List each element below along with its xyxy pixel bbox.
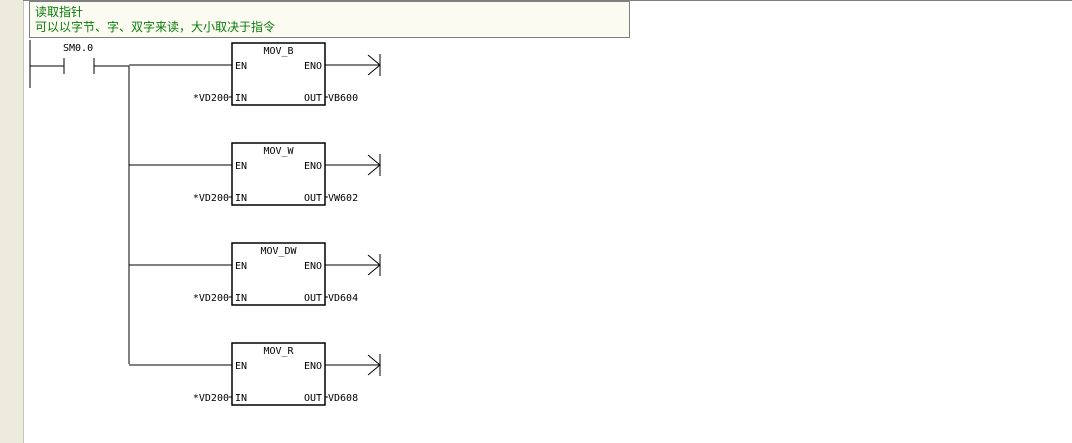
out-pin-label: OUT [304,93,322,104]
en-pin-label: EN [235,261,247,272]
box-frame [231,342,326,406]
eno-pin-label: ENO [304,361,322,372]
en-pin-label: EN [235,61,247,72]
box-frame [231,42,326,106]
out-pin-label: OUT [304,193,322,204]
in-pin-label: IN [235,193,247,204]
en-pin-label: EN [235,361,247,372]
box-frame [231,142,326,206]
out-operand[interactable]: VW602 [328,193,358,204]
en-pin-label: EN [235,161,247,172]
eno-pin-label: ENO [304,161,322,172]
out-pin-label: OUT [304,393,322,404]
network-comment-title: 读取指针 [35,5,84,19]
network-top-rule [23,0,1072,1]
eno-pin-label: ENO [304,61,322,72]
box-title: MOV_DW [260,246,297,257]
box-title: MOV_R [263,346,294,357]
box-title: MOV_W [263,146,294,157]
box-mov-r[interactable]: MOV_R EN ENO IN OUT *VD200 VD608 [193,342,381,406]
in-operand[interactable]: *VD200 [193,93,229,104]
box-mov-w[interactable]: MOV_W EN ENO IN OUT *VD200 VW602 [193,142,381,206]
in-pin-label: IN [235,93,247,104]
out-operand[interactable]: VD608 [328,393,358,404]
contact-label: SM0.0 [63,43,93,54]
box-mov-b[interactable]: MOV_B EN ENO IN OUT *VD200 VB600 [193,42,381,106]
contact-sm0-0[interactable] [63,58,95,74]
in-operand[interactable]: *VD200 [193,393,229,404]
out-operand[interactable]: VD604 [328,293,358,304]
box-title: MOV_B [263,46,293,57]
box-mov-dw[interactable]: MOV_DW EN ENO IN OUT *VD200 VD604 [193,242,381,306]
out-pin-label: OUT [304,293,322,304]
network-gutter [0,0,24,443]
in-operand[interactable]: *VD200 [193,193,229,204]
network-comment-body: 可以以字节、字、双字来读，大小取决于指令 [35,20,276,34]
in-pin-label: IN [235,293,247,304]
in-operand[interactable]: *VD200 [193,293,229,304]
in-pin-label: IN [235,393,247,404]
box-frame [231,242,326,306]
network-comment-box[interactable]: 读取指针 可以以字节、字、双字来读，大小取决于指令 [29,1,630,38]
out-operand[interactable]: VB600 [328,93,358,104]
eno-pin-label: ENO [304,261,322,272]
